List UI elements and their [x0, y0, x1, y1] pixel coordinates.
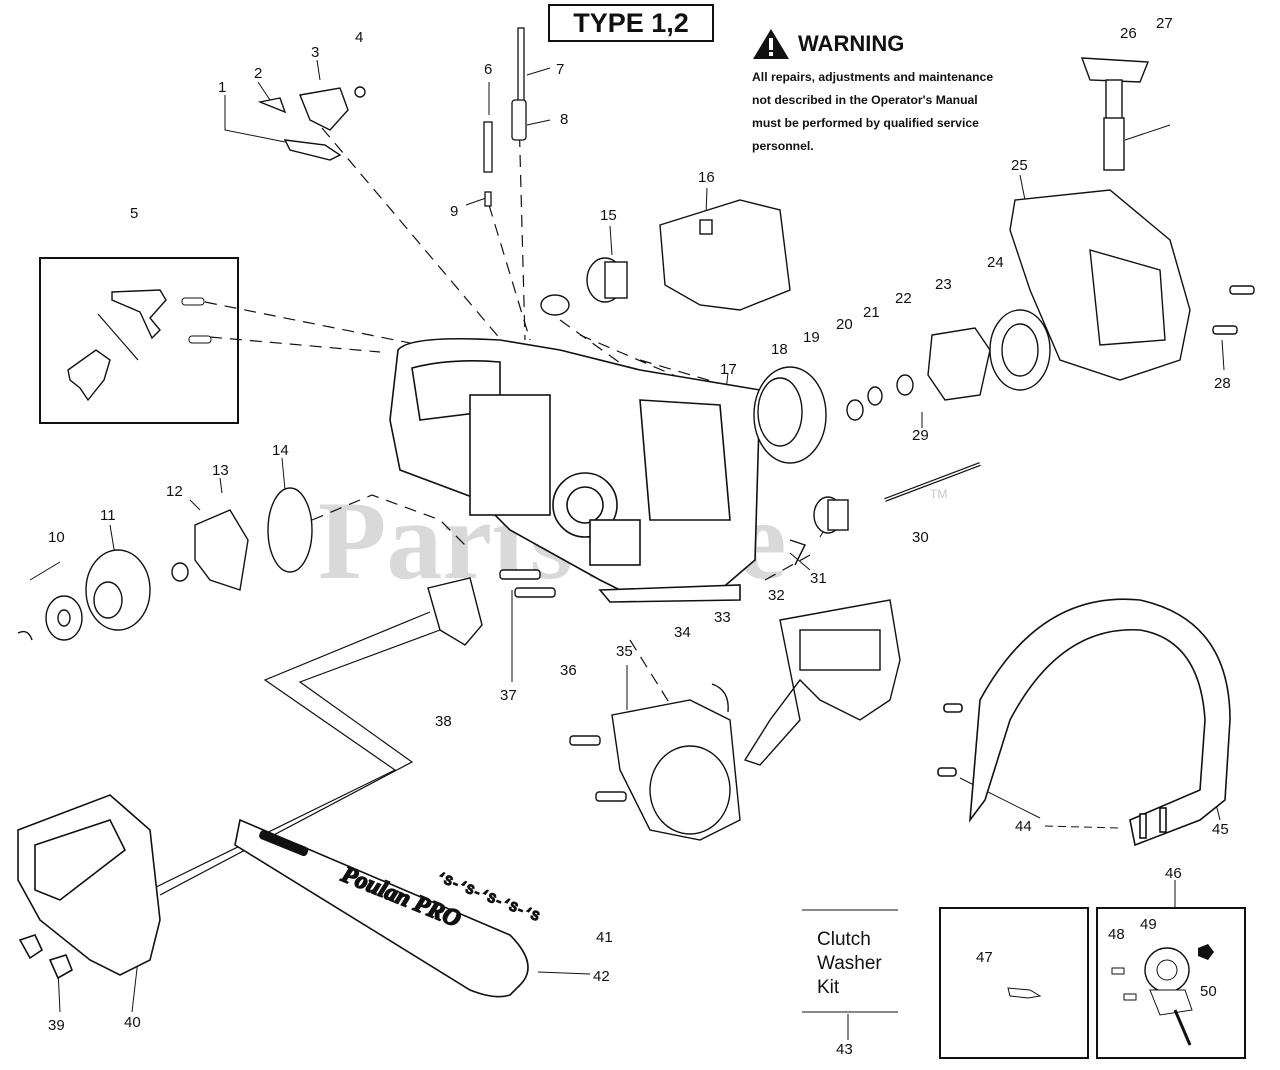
- part-clutch-drum: [17, 487, 313, 641]
- callout-23: 23: [935, 276, 952, 293]
- part-bar-plate: [427, 569, 556, 646]
- part-front-handle: [937, 598, 1231, 847]
- callout-2: 2: [254, 65, 262, 82]
- callout-40: 40: [124, 1014, 141, 1031]
- callout-numbers: 1 2 3 4 5 6 7 8 9 10 11 12 13 14 15 16 1…: [48, 15, 1231, 1058]
- inset-box-5: [39, 257, 239, 424]
- callout-12: 12: [166, 483, 183, 500]
- callout-35: 35: [616, 643, 633, 660]
- callout-11: 11: [100, 507, 116, 524]
- callout-1: 1: [218, 79, 226, 96]
- part-rods: [483, 27, 527, 207]
- callout-32: 32: [768, 587, 785, 604]
- callout-25: 25: [1011, 157, 1028, 174]
- engine-housing: [389, 337, 761, 603]
- throttle-lockout-part: [67, 349, 111, 402]
- diagram-title: TYPE 1,2: [548, 4, 714, 42]
- callout-48: 48: [1108, 926, 1125, 943]
- callout-26: 26: [1120, 25, 1137, 42]
- warning-line: must be performed by qualified service: [752, 116, 979, 130]
- callout-33: 33: [714, 609, 731, 626]
- clutch-washer-kit-label: Clutch Washer Kit: [817, 928, 907, 1000]
- callout-38: 38: [435, 713, 452, 730]
- callout-30: 30: [912, 529, 929, 546]
- callout-37: 37: [500, 687, 517, 704]
- callout-41: 41: [596, 929, 613, 946]
- callout-7: 7: [556, 61, 564, 78]
- part-starter-handle: [1080, 57, 1150, 171]
- callout-6: 6: [484, 61, 492, 78]
- callout-42: 42: [593, 968, 610, 985]
- callout-leaders: [29, 59, 1225, 1040]
- callout-22: 22: [895, 290, 912, 307]
- watermark-tm: TM: [930, 487, 947, 501]
- warning-line: personnel.: [752, 139, 814, 153]
- callout-29: 29: [912, 427, 929, 444]
- part-fuel-cap: [789, 496, 849, 566]
- warning-heading-row: WARNING: [752, 28, 1032, 60]
- callout-20: 20: [836, 316, 853, 333]
- inset-boxes-46-47: [939, 907, 1246, 1059]
- callout-16: 16: [698, 169, 715, 186]
- callout-21: 21: [863, 304, 880, 321]
- kit-label-line: Washer: [817, 953, 882, 974]
- callout-18: 18: [771, 341, 788, 358]
- callout-46: 46: [1165, 865, 1182, 882]
- callout-4: 4: [355, 29, 363, 46]
- callout-5: 5: [130, 205, 138, 222]
- part-side-cover: [17, 794, 161, 980]
- part-starter-assembly: [927, 189, 1255, 401]
- callout-36: 36: [560, 662, 577, 679]
- callout-34: 34: [674, 624, 691, 641]
- warning-line: All repairs, adjustments and maintenance: [752, 70, 994, 84]
- kit-label-line: Kit: [817, 977, 840, 998]
- part-guide-bar: Poulan PRO ‘S-‘S-‘S-‘S-‘S: [234, 818, 542, 998]
- part-oil-cap: [540, 257, 628, 316]
- callout-14: 14: [272, 442, 289, 459]
- callout-15: 15: [600, 207, 617, 224]
- warning-block: WARNING All repairs, adjustments and mai…: [752, 28, 1032, 158]
- callout-13: 13: [212, 462, 229, 479]
- callout-31: 31: [810, 570, 827, 587]
- callout-49: 49: [1140, 916, 1157, 933]
- callout-24: 24: [987, 254, 1004, 271]
- warning-heading: WARNING: [798, 31, 905, 56]
- part-clutch-cover: [569, 683, 741, 841]
- saw-chain: [149, 611, 441, 896]
- callout-10: 10: [48, 529, 65, 546]
- warning-text: All repairs, adjustments and maintenance…: [752, 66, 1032, 158]
- callout-17: 17: [720, 361, 737, 378]
- callout-8: 8: [560, 111, 568, 128]
- callout-19: 19: [803, 329, 820, 346]
- part-rod-30: [884, 462, 981, 502]
- callout-50: 50: [1200, 983, 1217, 1000]
- callout-3: 3: [311, 44, 319, 61]
- part-carburetor: [257, 86, 366, 161]
- throttle-trigger-part: [111, 289, 167, 340]
- part-chain-brake-handle: [743, 599, 901, 766]
- callout-45: 45: [1212, 821, 1229, 838]
- callout-39: 39: [48, 1017, 65, 1034]
- callout-47: 47: [976, 949, 993, 966]
- callout-44: 44: [1015, 818, 1032, 835]
- callout-28: 28: [1214, 375, 1231, 392]
- callout-43: 43: [836, 1041, 853, 1058]
- kit-label-line: Clutch: [817, 929, 871, 950]
- callout-9: 9: [450, 203, 458, 220]
- warning-line: not described in the Operator's Manual: [752, 93, 978, 107]
- warning-triangle-icon: [753, 29, 789, 59]
- part-flywheel: [753, 366, 914, 464]
- part-filter-cover: [659, 199, 791, 311]
- callout-27: 27: [1156, 15, 1173, 32]
